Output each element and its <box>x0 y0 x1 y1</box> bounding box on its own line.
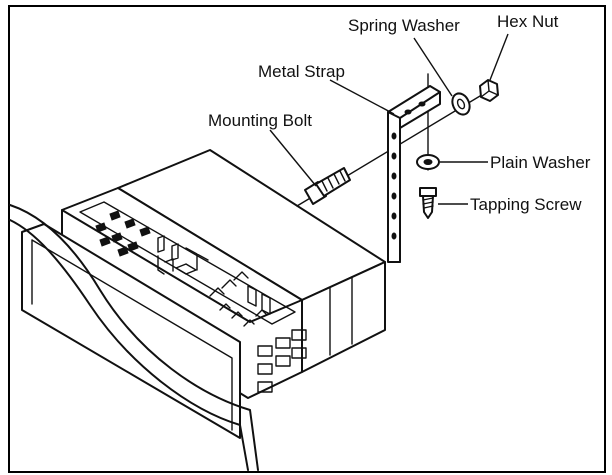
hex-nut <box>479 79 499 102</box>
label-mounting-bolt: Mounting Bolt <box>208 111 312 130</box>
metal-strap <box>387 85 441 263</box>
plain-washer <box>416 154 440 170</box>
rear-connectors <box>257 329 307 393</box>
leader-hex-nut <box>489 33 509 81</box>
leader-spring-washer <box>413 37 453 97</box>
label-plain-washer: Plain Washer <box>490 153 591 172</box>
label-tapping-screw: Tapping Screw <box>470 195 582 214</box>
mounting-bolt <box>304 167 351 205</box>
display-window <box>31 239 233 431</box>
diagram-frame <box>8 5 606 473</box>
chassis-side-ribs <box>329 276 353 356</box>
label-metal-strap: Metal Strap <box>258 62 345 81</box>
tapping-screw <box>419 187 437 219</box>
faceplate-buttons <box>79 201 296 327</box>
leader-mounting-bolt <box>269 129 317 187</box>
dashboard-trim-inner <box>9 219 249 471</box>
dashboard-trim <box>9 204 259 471</box>
radio-unit <box>9 149 386 471</box>
spring-washer <box>451 92 471 116</box>
label-hex-nut: Hex Nut <box>497 12 559 31</box>
label-spring-washer: Spring Washer <box>348 16 460 35</box>
leader-metal-strap <box>329 79 395 115</box>
